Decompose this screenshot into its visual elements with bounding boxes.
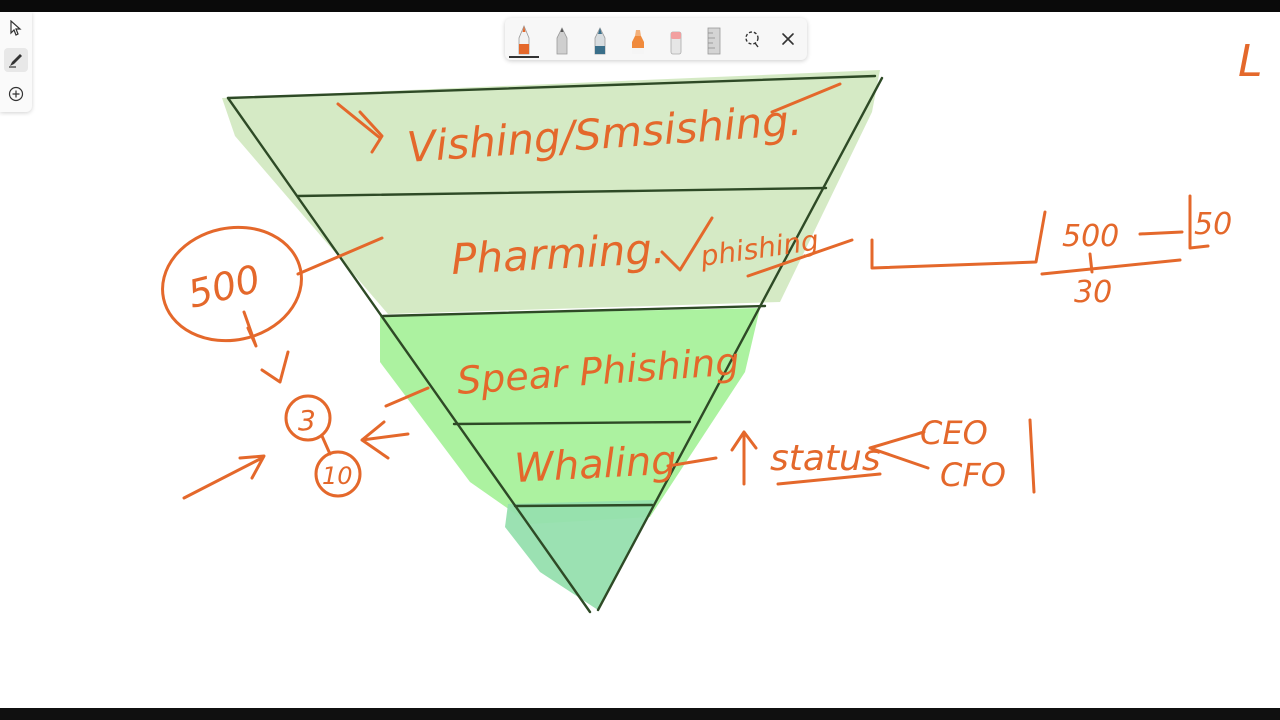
- phishing-underline: [746, 238, 854, 278]
- cfo-note: CFO: [940, 456, 1006, 494]
- circle-10-value: 10: [322, 462, 353, 490]
- ratio-bottom: 30: [1074, 275, 1112, 310]
- status-arrow-from-titles: [868, 430, 930, 470]
- ratio-box: [1188, 194, 1210, 250]
- vishing-stroke: [770, 82, 842, 114]
- circle-3-value: 3: [298, 404, 316, 437]
- lasso-select-icon: [745, 31, 759, 48]
- circle-500-connector: [296, 236, 384, 276]
- layer-label-pharming: Pharming.: [450, 224, 666, 284]
- pencil-icon: [556, 27, 568, 55]
- close-toolbar-button[interactable]: [773, 22, 803, 56]
- whaling-connector: [666, 456, 718, 468]
- fountain-pen-tool-button[interactable]: [585, 22, 615, 56]
- lasso-select-button[interactable]: [737, 22, 767, 56]
- layer-label-whaling: Whaling: [513, 438, 678, 492]
- pharming-checkmark: [660, 216, 714, 272]
- eraser-tool-button[interactable]: [661, 22, 691, 56]
- highlighter-icon: [632, 30, 644, 54]
- funnel-band-middle: [380, 308, 760, 524]
- circle-500: [161, 225, 303, 343]
- circle-3-to-10: [320, 434, 332, 456]
- circle-10: [314, 450, 362, 498]
- pen-toolbar: [505, 18, 807, 60]
- eraser-icon: [670, 31, 682, 55]
- circle-3: [284, 394, 332, 442]
- ceo-note: CEO: [920, 414, 988, 452]
- ratio-tick: [1088, 252, 1094, 274]
- funnel-top-edge: [226, 74, 877, 100]
- fountain-pen-icon: [594, 27, 606, 55]
- cursor-icon[interactable]: [4, 16, 28, 40]
- funnel-divider-3: [452, 420, 692, 426]
- arrow-500-to-3: [242, 310, 290, 384]
- ratio-fraction-bar: [1040, 258, 1182, 276]
- funnel-divider-1: [296, 186, 828, 198]
- arrow-into-10: [360, 420, 410, 460]
- status-note: status: [770, 438, 881, 479]
- status-underline: [776, 472, 882, 486]
- funnel-divider-2: [381, 304, 767, 318]
- add-icon[interactable]: [4, 82, 28, 106]
- window-top-bar: [0, 0, 1280, 12]
- funnel-left-edge: [226, 96, 592, 614]
- close-icon: [782, 33, 794, 45]
- highlighter-tool-button[interactable]: [623, 22, 653, 56]
- pen-tool-button[interactable]: [509, 22, 539, 58]
- titles-bar: [1028, 418, 1036, 494]
- drawing-layer[interactable]: Vishing/Smsishing. Pharming. Spear Phish…: [0, 12, 1280, 708]
- bracket-line: [870, 210, 1047, 270]
- funnel-band-bottom: [505, 500, 655, 610]
- ruler-tool-button[interactable]: [699, 22, 729, 56]
- pen-icon: [518, 24, 530, 55]
- ruler-icon: [707, 27, 721, 55]
- circle-500-value: 500: [184, 256, 265, 316]
- whiteboard-canvas[interactable]: Vishing/Smsishing. Pharming. Spear Phish…: [0, 12, 1280, 708]
- funnel-right-edge: [596, 76, 884, 612]
- arrow-bottom-left: [182, 454, 266, 500]
- pen-mode-icon[interactable]: [4, 48, 28, 72]
- funnel-divider-4: [513, 503, 654, 508]
- status-up-arrow: [730, 430, 758, 486]
- window-bottom-bar: [0, 708, 1280, 720]
- edge-mark: L: [1238, 36, 1263, 87]
- arrow-to-vishing: [336, 102, 384, 154]
- ratio-box-value: 50: [1194, 207, 1232, 242]
- ratio-dash: [1138, 230, 1184, 236]
- ratio-top: 500: [1062, 219, 1119, 254]
- pencil-tool-button[interactable]: [547, 22, 577, 56]
- spear-connector: [384, 386, 430, 408]
- left-toolbar: [0, 12, 32, 112]
